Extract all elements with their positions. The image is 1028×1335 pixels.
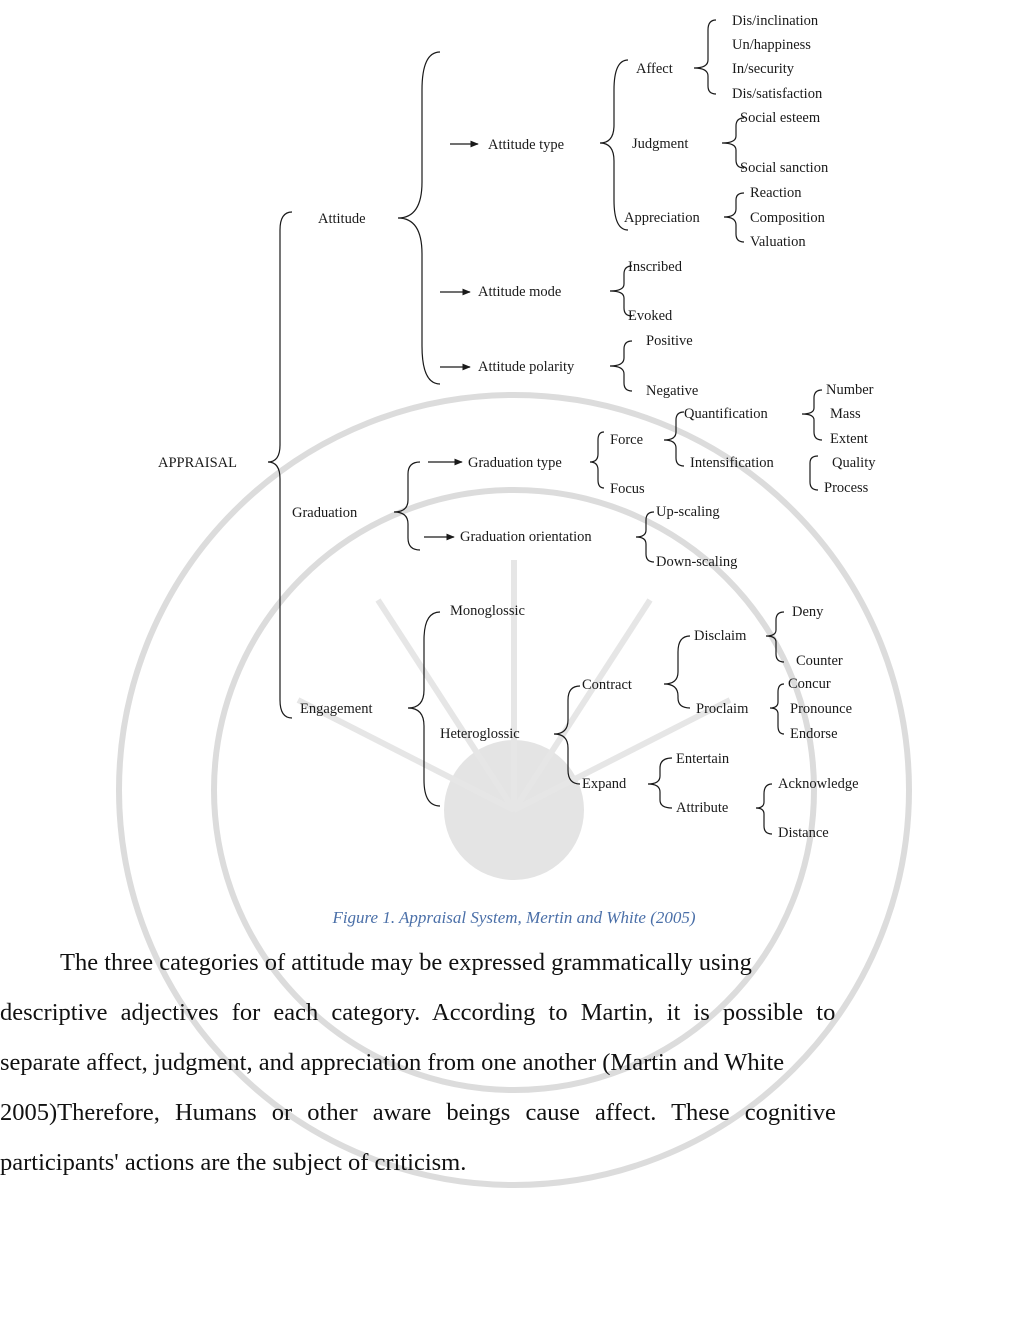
label-affect-3: In/security (732, 61, 795, 77)
label-affect-2: Un/happiness (732, 37, 811, 53)
label-polarity-2: Negative (646, 383, 698, 399)
brace-attribute (755, 783, 773, 835)
label-affect-1: Dis/inclination (732, 13, 819, 29)
figure-caption: Figure 1. Appraisal System, Mertin and W… (332, 908, 696, 927)
label-proclaim: Proclaim (696, 701, 749, 717)
brace-appraisal (267, 211, 293, 719)
label-mode-1: Inscribed (628, 259, 683, 275)
label-heteroglossic: Heteroglossic (440, 726, 520, 742)
label-judgment: Judgment (632, 136, 688, 152)
label-pronounce: Pronounce (790, 701, 852, 717)
label-endorse: Endorse (790, 726, 838, 742)
label-disclaim: Disclaim (694, 628, 747, 644)
paragraph-line-3: separate affect, judgment, and appreciat… (0, 1049, 785, 1076)
label-entertain: Entertain (676, 751, 730, 767)
brace-expand (647, 757, 673, 809)
label-down-scaling: Down-scaling (656, 554, 737, 570)
label-affect-4: Dis/satisfaction (732, 86, 823, 102)
brace-heteroglossic (553, 685, 581, 785)
brace-attitude-polarity (609, 340, 633, 392)
brace-affect (693, 19, 717, 95)
label-engagement: Engagement (300, 701, 372, 717)
brace-intensification (809, 455, 819, 491)
label-contract: Contract (582, 677, 632, 693)
label-up-scaling: Up-scaling (656, 504, 720, 520)
label-graduation-type: Graduation type (468, 455, 562, 471)
brace-graduation (393, 461, 421, 551)
brace-contract (663, 635, 691, 709)
brace-graduation-orientation (635, 511, 655, 563)
appraisal-system-diagram: APPRAISAL Attitude Attitude type Affect … (158, 13, 876, 841)
label-extent: Extent (830, 431, 868, 447)
label-process: Process (824, 480, 869, 496)
brace-attitude-mode (609, 265, 633, 317)
label-appraisal: APPRAISAL (158, 455, 237, 471)
label-graduation-orientation: Graduation orientation (460, 529, 592, 545)
label-number: Number (826, 382, 874, 398)
brace-proclaim (769, 683, 785, 735)
label-judgment-2: Social sanction (740, 160, 829, 176)
label-expand: Expand (582, 776, 627, 792)
label-concur: Concur (788, 676, 831, 692)
brace-appreciation (723, 192, 745, 243)
label-attribute: Attribute (676, 800, 728, 816)
label-graduation: Graduation (292, 505, 358, 521)
brace-disclaim (765, 611, 785, 663)
body-paragraph: The three categories of attitude may be … (0, 938, 1028, 1188)
brace-attitude-type (599, 59, 629, 231)
label-appreciation-3: Valuation (750, 234, 806, 250)
paragraph-line-4: 2005)Therefore, Humans or other aware be… (0, 1099, 836, 1126)
label-judgment-1: Social esteem (740, 110, 821, 126)
label-quality: Quality (832, 455, 876, 471)
paragraph-line-2: descriptive adjectives for each category… (0, 999, 836, 1026)
label-monoglossic: Monoglossic (450, 603, 525, 619)
brace-attitude (397, 51, 441, 385)
brace-engagement (407, 611, 441, 807)
label-appreciation-2: Composition (750, 210, 826, 226)
label-mode-2: Evoked (628, 308, 673, 324)
label-force: Force (610, 432, 643, 448)
paragraph-line-5: participants' actions are the subject of… (0, 1149, 467, 1176)
brace-judgment (721, 117, 745, 169)
brace-graduation-type (589, 431, 605, 489)
label-acknowledge: Acknowledge (778, 776, 859, 792)
label-appreciation-1: Reaction (750, 185, 802, 201)
label-attitude: Attitude (318, 211, 366, 227)
label-deny: Deny (792, 604, 824, 620)
label-mass: Mass (830, 406, 861, 422)
label-attitude-type: Attitude type (488, 137, 564, 153)
label-polarity-1: Positive (646, 333, 693, 349)
paragraph-line-1: The three categories of attitude may be … (60, 949, 752, 976)
brace-force (663, 411, 685, 467)
label-focus: Focus (610, 481, 645, 497)
label-quantification: Quantification (684, 406, 769, 422)
label-intensification: Intensification (690, 455, 775, 471)
label-attitude-mode: Attitude mode (478, 284, 561, 300)
brace-quantification (801, 389, 823, 441)
label-attitude-polarity: Attitude polarity (478, 359, 575, 375)
label-affect: Affect (636, 61, 673, 77)
label-appreciation: Appreciation (624, 210, 700, 226)
label-counter: Counter (796, 653, 843, 669)
label-distance: Distance (778, 825, 829, 841)
